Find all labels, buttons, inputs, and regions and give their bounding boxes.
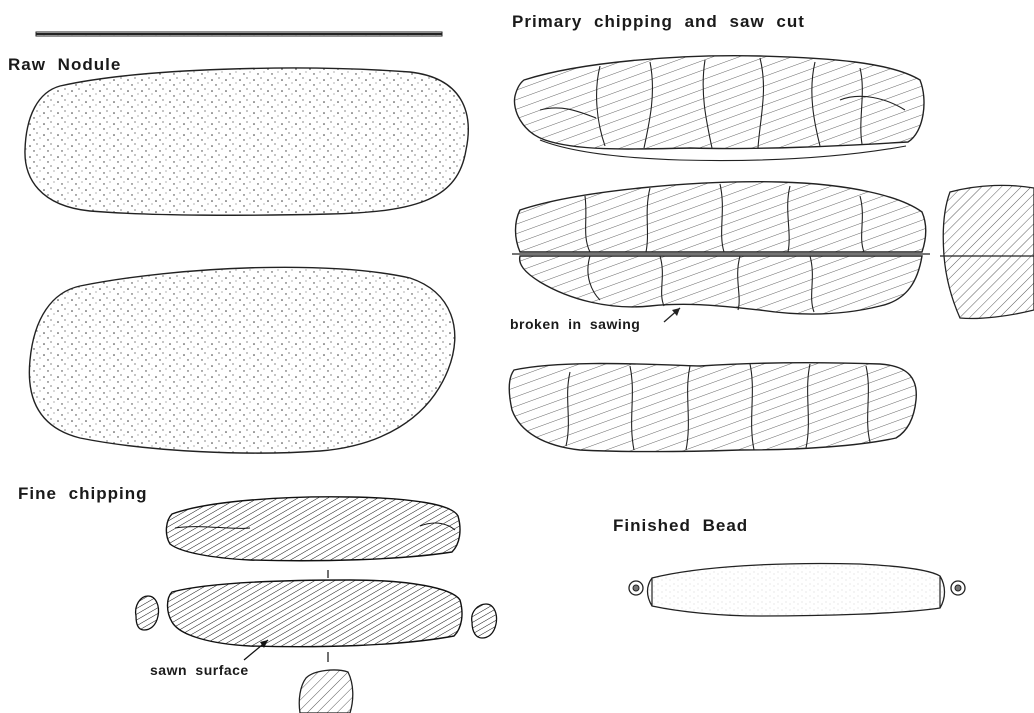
fine-chipped-bead-top: [166, 497, 460, 561]
bead-end-view-left: [136, 596, 159, 630]
raw-nodule-heading: Raw Nodule: [8, 55, 121, 75]
broken-in-sawing-label: broken in sawing: [510, 316, 640, 332]
finished-bead: [648, 564, 945, 616]
fine-chipped-bead-side: [168, 570, 463, 662]
chipped-half-blank: [509, 363, 916, 452]
finished-bead-end-right: [951, 581, 965, 595]
broken-in-sawing-arrow: [664, 308, 680, 322]
bead-end-view-right: [472, 604, 497, 638]
saw-cut-blank: [512, 182, 930, 314]
primary-chipping-heading: Primary chipping and saw cut: [512, 12, 805, 32]
finished-bead-end-left: [629, 581, 643, 595]
raw-nodule-top-view: [25, 68, 468, 215]
primary-chipped-blank: [514, 56, 924, 161]
sawn-surface-label: sawn surface: [150, 662, 249, 678]
saw-cut-cross-section: [940, 185, 1034, 318]
raw-nodule-side-view: [29, 267, 454, 453]
finished-bead-heading: Finished Bead: [613, 516, 748, 536]
scale-bar: [36, 32, 442, 36]
fine-chipping-heading: Fine chipping: [18, 484, 148, 504]
fine-chipping-cross-section: [299, 670, 353, 713]
